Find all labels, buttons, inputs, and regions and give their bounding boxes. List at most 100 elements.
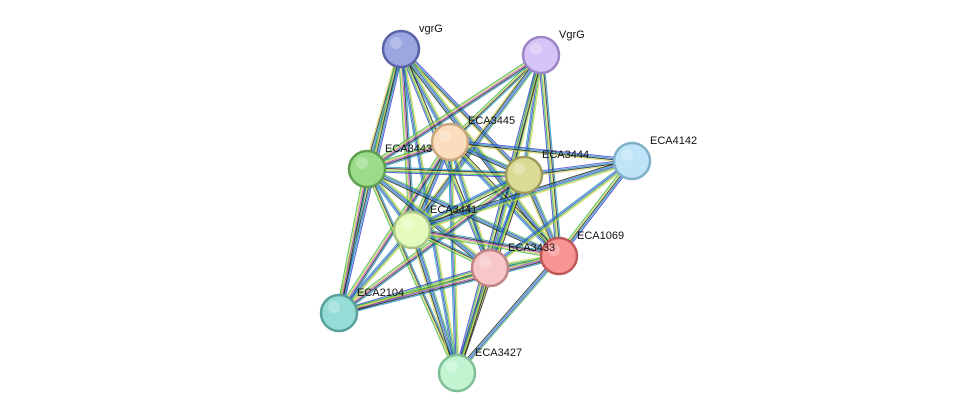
node-label-vgrG_1: vgrG [419, 23, 443, 35]
edge-strand [401, 48, 525, 175]
edge-strand [455, 254, 558, 373]
edge-strand [450, 140, 633, 161]
node-highlight [401, 218, 413, 230]
edge-layer [335, 47, 635, 375]
edge-strand [450, 141, 459, 373]
edge-strand [365, 52, 540, 168]
edge-strand [449, 141, 560, 257]
edge-strand [448, 53, 540, 141]
node-label-ECA3444: ECA3444 [542, 149, 589, 161]
node-label-ECA3443: ECA3443 [385, 143, 432, 155]
edge-strand [368, 56, 543, 172]
edge-strand [401, 47, 561, 256]
edge-VgrG_2-ECA3443 [365, 52, 543, 172]
edge-strand [337, 173, 524, 313]
node-ECA3443[interactable] [347, 149, 387, 189]
node-label-ECA3441: ECA3441 [430, 204, 477, 216]
edge-strand [409, 230, 455, 374]
node-ECA3445[interactable] [430, 122, 470, 162]
edge-strand [411, 160, 633, 231]
edge-strand [367, 168, 459, 373]
edge-strand [450, 141, 492, 268]
edge-strand [367, 55, 542, 171]
edge-ECA4142-ECA1069 [556, 159, 635, 258]
edge-strand [447, 142, 456, 374]
edge-strand [414, 229, 460, 373]
node-vgrG_1[interactable] [381, 29, 421, 69]
edge-strand [335, 168, 365, 313]
edge-strand [556, 159, 631, 255]
node-highlight [530, 43, 542, 55]
edge-strand [458, 256, 561, 375]
edge-strand [367, 167, 525, 175]
node-label-ECA1069: ECA1069 [577, 230, 624, 242]
node-ECA3444[interactable] [504, 155, 544, 195]
edge-ECA3444-ECA3441 [410, 172, 526, 233]
edge-ECA1069-ECA3427 [455, 254, 561, 375]
edge-strand [367, 167, 492, 268]
edge-strand [366, 171, 524, 179]
edge-strand [337, 168, 367, 313]
edge-strand [543, 54, 563, 256]
edge-strand [412, 226, 560, 254]
edge-strand [449, 143, 632, 164]
node-ECA3441[interactable] [392, 210, 432, 250]
edge-strand [456, 255, 559, 373]
edge-strand [402, 47, 562, 255]
edge-ECA3444-ECA2104 [337, 172, 526, 316]
node-layer [319, 29, 652, 393]
node-ECA1069[interactable] [539, 236, 579, 276]
node-highlight [390, 37, 402, 49]
edge-strand [448, 142, 457, 374]
node-ECA3427[interactable] [437, 353, 477, 393]
edge-strand [411, 229, 560, 257]
edge-strand [364, 169, 456, 374]
edge-VgrG_2-ECA1069 [537, 54, 563, 257]
edge-strand [400, 48, 560, 257]
edge-strand [338, 168, 368, 314]
edge-strand [340, 176, 526, 316]
edge-strand [402, 47, 526, 174]
edge-ECA3441-ECA3427 [409, 229, 460, 374]
edge-strand [366, 168, 525, 176]
edge-strand [449, 54, 541, 142]
edge-strand [337, 172, 523, 312]
edge-strand [412, 161, 633, 232]
edge-strand [368, 166, 492, 267]
node-ECA4142[interactable] [612, 141, 652, 181]
edge-strand [410, 172, 524, 229]
edge-ECA3445-ECA4142 [449, 139, 633, 164]
edge-strand [341, 169, 371, 314]
node-label-ECA4142: ECA4142 [650, 135, 697, 147]
edge-strand [451, 141, 460, 373]
node-VgrG_2[interactable] [521, 35, 561, 75]
edge-strand [399, 49, 457, 374]
edge-strand [366, 53, 541, 169]
edge-strand [411, 173, 524, 230]
node-highlight [513, 163, 525, 175]
edge-strand [339, 169, 369, 314]
edge-strand [540, 54, 560, 257]
edge-strand [402, 48, 460, 373]
edge-strand [559, 161, 634, 258]
edge-ECA3443-ECA2104 [335, 168, 371, 314]
edge-ECA1069-ECA2104 [338, 252, 560, 317]
edge-strand [366, 169, 524, 177]
edge-strand [447, 143, 558, 259]
edge-strand [412, 163, 633, 233]
edge-strand [338, 255, 560, 314]
edge-strand [411, 229, 458, 374]
edge-strand [490, 162, 634, 270]
node-highlight [356, 157, 368, 169]
edge-strand [450, 139, 633, 160]
node-ECA3433[interactable] [470, 248, 510, 288]
node-ECA2104[interactable] [319, 293, 359, 333]
node-label-ECA3445: ECA3445 [468, 115, 515, 127]
edge-strand [366, 54, 542, 170]
edge-strand [410, 230, 457, 374]
node-highlight [446, 361, 458, 373]
edge-ECA3443-ECA3444 [366, 165, 525, 179]
edge-strand [339, 258, 560, 317]
